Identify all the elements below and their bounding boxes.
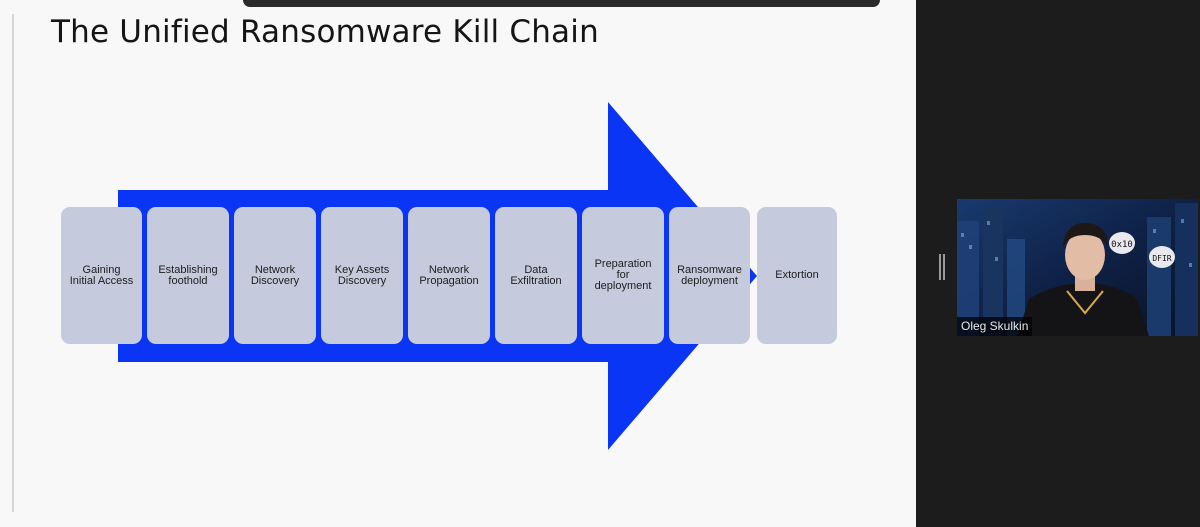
stage-label: Network Discovery: [250, 263, 300, 287]
svg-text:DFIR: DFIR: [1152, 254, 1171, 263]
stage-key-assets-discovery: Key Assets Discovery: [321, 207, 403, 344]
stage-preparation-for-deployment: Preparation for deployment: [582, 207, 664, 344]
stage-label: Establishing foothold: [158, 263, 218, 287]
handle-grip: [939, 254, 941, 280]
stage-establishing-foothold: Establishing foothold: [147, 207, 229, 344]
webcam-feed: 0x10 DFIR: [957, 199, 1198, 336]
stage-extortion: Extortion: [757, 207, 837, 344]
stage-ransomware-deployment: Ransomware deployment: [669, 207, 750, 344]
slide-title: The Unified Ransomware Kill Chain: [51, 14, 599, 50]
participant-name: Oleg Skulkin: [957, 317, 1033, 336]
stage-label: Data Exfiltration: [510, 263, 562, 287]
panel-resize-handle[interactable]: [939, 254, 945, 280]
svg-text:0x10: 0x10: [1111, 240, 1133, 250]
stage-label: Preparation for deployment: [594, 258, 652, 292]
stage-network-propagation: Network Propagation: [408, 207, 490, 344]
stage-network-discovery: Network Discovery: [234, 207, 316, 344]
shared-slide: The Unified Ransomware Kill Chain Gainin…: [0, 0, 916, 527]
stage-label: Extortion: [775, 269, 819, 281]
stage-gaining-initial-access: Gaining Initial Access: [61, 207, 142, 344]
person: [1017, 223, 1149, 336]
badge-dfir: DFIR: [1149, 246, 1175, 268]
participant-video-tile[interactable]: 0x10 DFIR Oleg Skulkin: [957, 199, 1198, 336]
stage-label: Ransomware deployment: [677, 263, 742, 287]
handle-grip: [943, 254, 945, 280]
stage-label: Gaining Initial Access: [69, 263, 134, 287]
stage-data-exfiltration: Data Exfiltration: [495, 207, 577, 344]
badge-0x10: 0x10: [1109, 232, 1135, 254]
stage-label: Key Assets Discovery: [334, 263, 390, 287]
stage-label: Network Propagation: [419, 263, 479, 287]
screen-share-bar[interactable]: [243, 0, 880, 7]
slide-border: [12, 14, 14, 512]
